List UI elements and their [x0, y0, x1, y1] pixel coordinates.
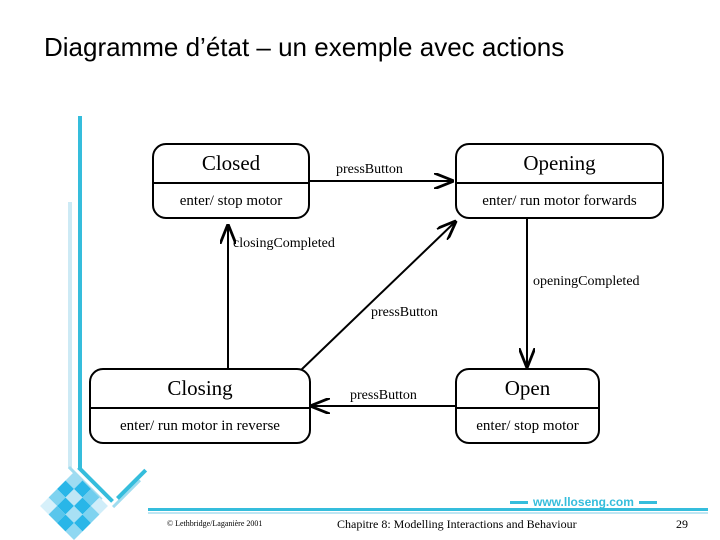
website-banner: www.lloseng.com: [510, 494, 690, 510]
decor-footer-rule: [148, 508, 708, 511]
state-box-opening[interactable]: Opening enter/ run motor forwards: [455, 143, 664, 219]
footer-page-number: 29: [676, 517, 688, 531]
transition-label-closing-to-closed: closingCompleted: [233, 236, 335, 251]
footer-copyright: © Lethbridge/Laganière 2001: [167, 519, 263, 528]
transition-label-open-to-closing: pressButton: [350, 388, 417, 403]
transition-label-closed-to-opening: pressButton: [336, 162, 403, 177]
decor-diagonal-pale-lower: [112, 479, 141, 509]
transition-label-closing-to-opening: pressButton: [371, 305, 438, 320]
page-title: Diagramme d’état – un exemple avec actio…: [44, 32, 565, 62]
decor-vertical-line: [78, 116, 82, 468]
state-action-closed: enter/ stop motor: [179, 193, 283, 209]
state-box-closed[interactable]: Closed enter/ stop motor: [152, 143, 310, 219]
state-name-closing: Closing: [91, 370, 309, 409]
decor-footer-rule-pale: [148, 512, 708, 514]
state-name-open: Open: [457, 370, 598, 409]
footer-chapter-title: Chapitre 8: Modelling Interactions and B…: [337, 517, 577, 531]
website-url: www.lloseng.com: [533, 495, 634, 509]
state-box-closing[interactable]: Closing enter/ run motor in reverse: [89, 368, 311, 444]
banner-rule-left: [510, 500, 528, 504]
banner-rule-right: [638, 500, 657, 504]
decor-diagonal-lower: [116, 468, 148, 500]
state-name-closed: Closed: [154, 145, 308, 184]
decor-mosaic-diamond: [40, 472, 108, 540]
state-action-closing: enter/ run motor in reverse: [120, 418, 280, 434]
decor-vertical-line-pale: [68, 202, 72, 468]
state-action-open: enter/ stop motor: [476, 418, 579, 434]
state-action-opening: enter/ run motor forwards: [482, 193, 637, 209]
transition-label-opening-to-open: openingCompleted: [533, 274, 640, 289]
state-name-opening: Opening: [457, 145, 662, 184]
state-box-open[interactable]: Open enter/ stop motor: [455, 368, 600, 444]
